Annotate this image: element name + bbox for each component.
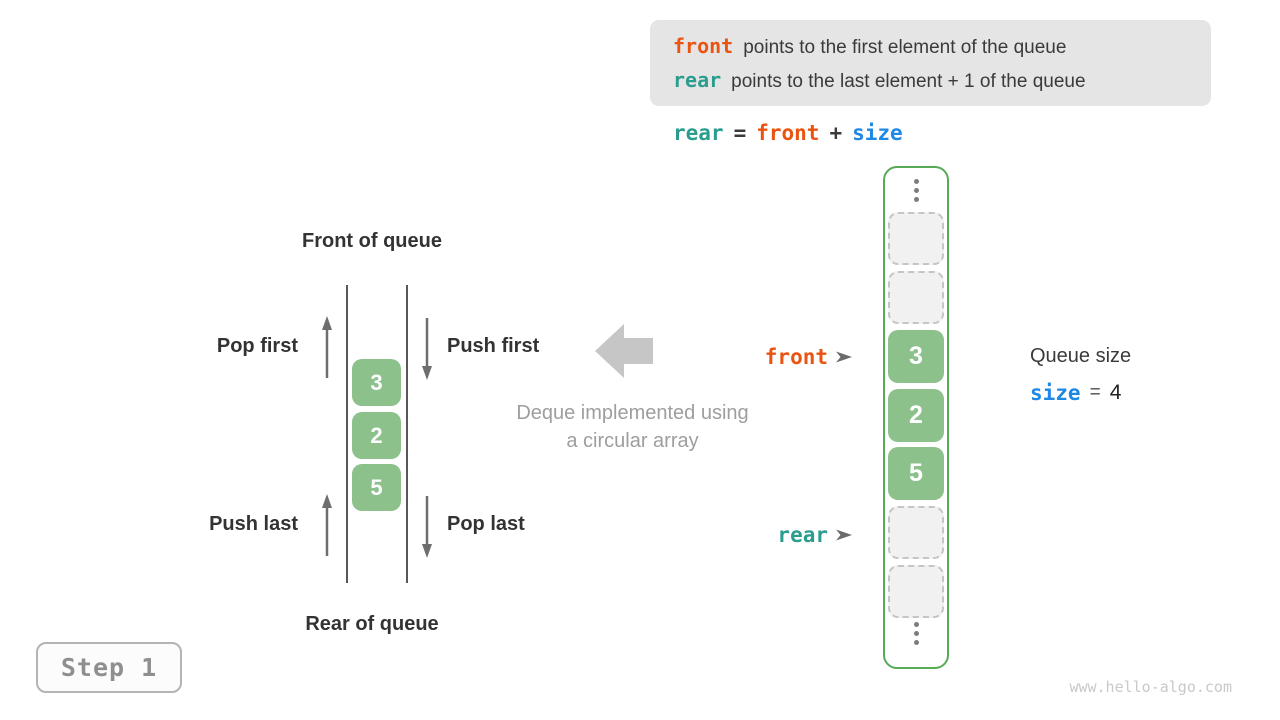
- size-equals: =: [1089, 382, 1101, 403]
- array-empty-cell: [888, 271, 944, 324]
- caption-line-1: Deque implemented using: [516, 402, 749, 424]
- array-ellipsis-bottom-icon: [913, 622, 919, 645]
- pop-first-label: Pop first: [216, 335, 298, 357]
- step-badge: Step 1: [36, 642, 182, 693]
- front-of-queue-label: Front of queue: [302, 230, 442, 252]
- pop-last-down-arrow-icon: [422, 496, 432, 558]
- formula-equals: =: [733, 121, 747, 145]
- formula-plus: +: [829, 121, 843, 145]
- center-caption: Deque implemented using a circular array: [475, 399, 790, 455]
- queue-size-title: Queue size: [1030, 345, 1132, 367]
- rear-definition-text: points to the last element + 1 of the qu…: [731, 70, 1086, 92]
- formula-front: front: [756, 121, 820, 145]
- front-definition-line: front points to the first element of the…: [673, 34, 1211, 59]
- rear-definition-line: rear points to the last element + 1 of t…: [673, 68, 1211, 93]
- array-ellipsis-top-icon: [913, 179, 919, 202]
- rear-of-queue-label: Rear of queue: [305, 613, 439, 635]
- array-cell: 3: [888, 330, 944, 383]
- ellipsis-dot: [913, 631, 919, 636]
- array-cell: 2: [888, 389, 944, 442]
- array-empty-cell: [888, 506, 944, 559]
- pointer-arrow-icon: [836, 351, 852, 363]
- front-keyword: front: [673, 33, 734, 58]
- formula-size: size: [852, 121, 903, 145]
- deque-cell: 3: [352, 359, 401, 406]
- push-first-down-arrow-icon: [422, 318, 432, 380]
- size-variable: size: [1030, 381, 1081, 405]
- push-last-label: Push last: [209, 513, 298, 535]
- pointer-arrow-icon: [836, 529, 852, 541]
- rear-pointer: rear: [690, 521, 852, 549]
- push-first-label: Push first: [447, 335, 540, 357]
- array-cell: 5: [888, 447, 944, 500]
- array-empty-cell: [888, 565, 944, 618]
- formula-rear: rear: [673, 121, 724, 145]
- pointer-definition-box: front points to the first element of the…: [650, 20, 1211, 106]
- front-definition-text: points to the first element of the queue: [743, 36, 1067, 58]
- pop-first-up-arrow-icon: [322, 316, 332, 378]
- pop-last-label: Pop last: [447, 513, 525, 535]
- push-last-up-arrow-icon: [322, 494, 332, 556]
- ellipsis-dot: [913, 188, 919, 193]
- block-arrow-left-icon: [595, 324, 653, 378]
- array-empty-cell: [888, 212, 944, 265]
- caption-line-2: a circular array: [566, 430, 699, 452]
- ellipsis-dot: [913, 640, 919, 645]
- rear-keyword: rear: [673, 67, 722, 92]
- channel-right-line: [406, 285, 408, 583]
- rear-pointer-label: rear: [777, 523, 828, 547]
- ellipsis-dot: [913, 197, 919, 202]
- front-pointer-label: front: [764, 345, 828, 369]
- deque-cell: 2: [352, 412, 401, 459]
- rear-formula: rear = front + size: [673, 121, 903, 145]
- front-pointer: front: [690, 343, 852, 371]
- queue-size-equation: size = 4: [1030, 381, 1121, 405]
- ellipsis-dot: [913, 179, 919, 184]
- channel-left-line: [346, 285, 348, 583]
- ellipsis-dot: [913, 622, 919, 627]
- deque-cell: 5: [352, 464, 401, 511]
- size-value: 4: [1109, 381, 1122, 404]
- watermark: www.hello-algo.com: [1069, 678, 1232, 696]
